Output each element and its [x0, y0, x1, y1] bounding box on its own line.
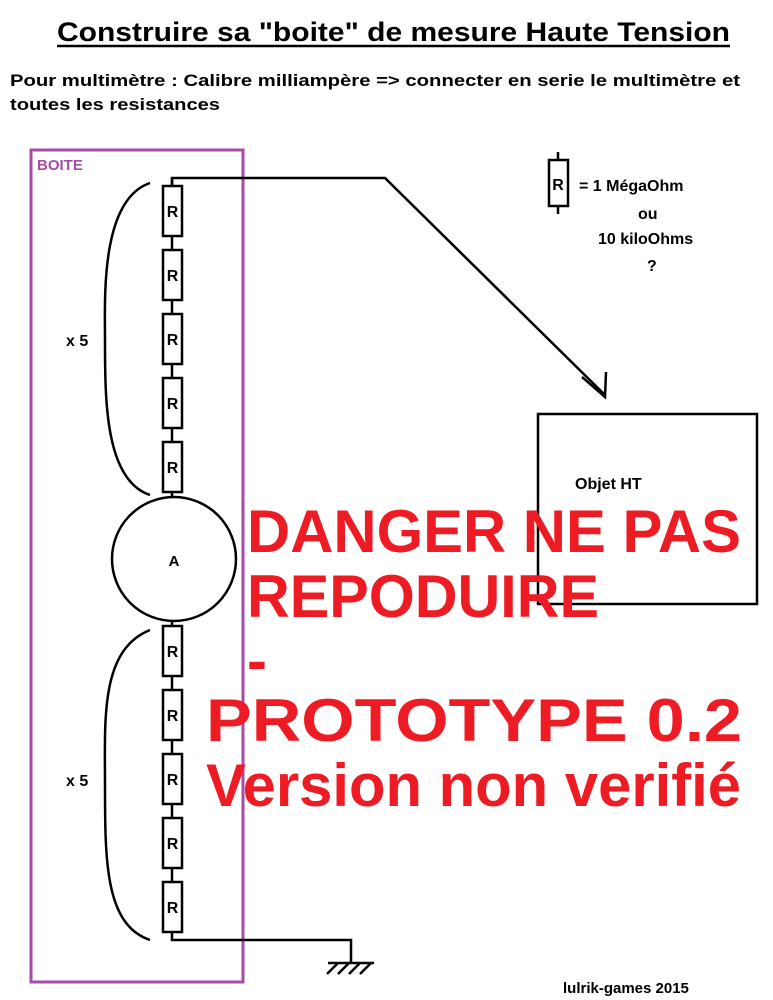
instruction-line-1: Pour multimètre : Calibre milliampère =>…	[10, 71, 740, 90]
resistor-label: R	[167, 204, 179, 221]
multiplier-top: x 5	[66, 333, 88, 350]
resistor-body	[161, 880, 184, 934]
legend-symbol: R	[552, 177, 564, 194]
resistor-chain: R R R R R R R R R R	[161, 184, 184, 934]
object-ht-label: Objet HT	[575, 476, 642, 493]
wire-to-object	[170, 176, 606, 396]
resistor-icon: R	[161, 752, 184, 806]
brace-top	[103, 181, 151, 497]
ammeter-circle	[110, 495, 238, 623]
resistor-icon: R	[161, 376, 184, 430]
credit: lulrik-games 2015	[563, 980, 689, 997]
resistor-label: R	[167, 708, 179, 725]
resistor-label: R	[167, 900, 179, 917]
warning-line-3: -	[247, 627, 267, 694]
resistor-icon: R	[161, 248, 184, 302]
resistor-label: R	[167, 772, 179, 789]
resistor-icon: R	[161, 816, 184, 870]
resistor-label: R	[167, 332, 179, 349]
warning-line-5: Version non verifié	[206, 752, 741, 819]
box-outline	[29, 148, 245, 984]
legend-line-3: 10 kiloOhms	[598, 231, 693, 248]
resistor-label: R	[167, 268, 179, 285]
ammeter-label: A	[169, 553, 180, 570]
multiplier-bottom: x 5	[66, 773, 88, 790]
instruction-line-2: toutes les resistances	[10, 95, 220, 114]
legend-line-4: ?	[647, 258, 657, 275]
warning-line-4: PROTOTYPE 0.2	[206, 687, 742, 754]
warning-text: DANGER NE PAS REPODUIRE - PROTOTYPE 0.2 …	[206, 498, 742, 819]
legend-line-2: ou	[638, 206, 658, 223]
resistor-body	[161, 688, 184, 742]
object-ht-box	[536, 412, 759, 606]
resistor-icon: R	[161, 688, 184, 742]
warning-line-1: DANGER NE PAS	[247, 498, 741, 565]
resistor-body	[161, 752, 184, 806]
resistor-label: R	[167, 396, 179, 413]
resistor-icon: R	[161, 880, 184, 934]
legend-resistor-icon	[547, 158, 570, 208]
box-label: BOITE	[37, 157, 83, 174]
ground-icon	[326, 961, 374, 975]
resistor-body	[161, 376, 184, 430]
resistor-body	[161, 816, 184, 870]
resistor-label: R	[167, 460, 179, 477]
resistor-icon: R	[161, 184, 184, 238]
legend-line-1: = 1 MégaOhm	[579, 178, 683, 195]
wire-to-ground	[170, 932, 353, 962]
brace-bottom	[103, 628, 151, 942]
resistor-body	[161, 312, 184, 366]
resistor-icon: R	[161, 312, 184, 366]
resistor-icon: R	[161, 440, 184, 494]
resistor-body	[161, 184, 184, 238]
warning-line-2: REPODUIRE	[247, 563, 599, 630]
resistor-body	[161, 440, 184, 494]
resistor-label: R	[167, 644, 179, 661]
resistor-icon: R	[161, 624, 184, 678]
resistor-body	[161, 624, 184, 678]
resistor-body	[161, 248, 184, 302]
resistor-label: R	[167, 836, 179, 853]
arrow-head-icon	[581, 371, 608, 400]
title: Construire sa "boite" de mesure Haute Te…	[57, 17, 730, 47]
